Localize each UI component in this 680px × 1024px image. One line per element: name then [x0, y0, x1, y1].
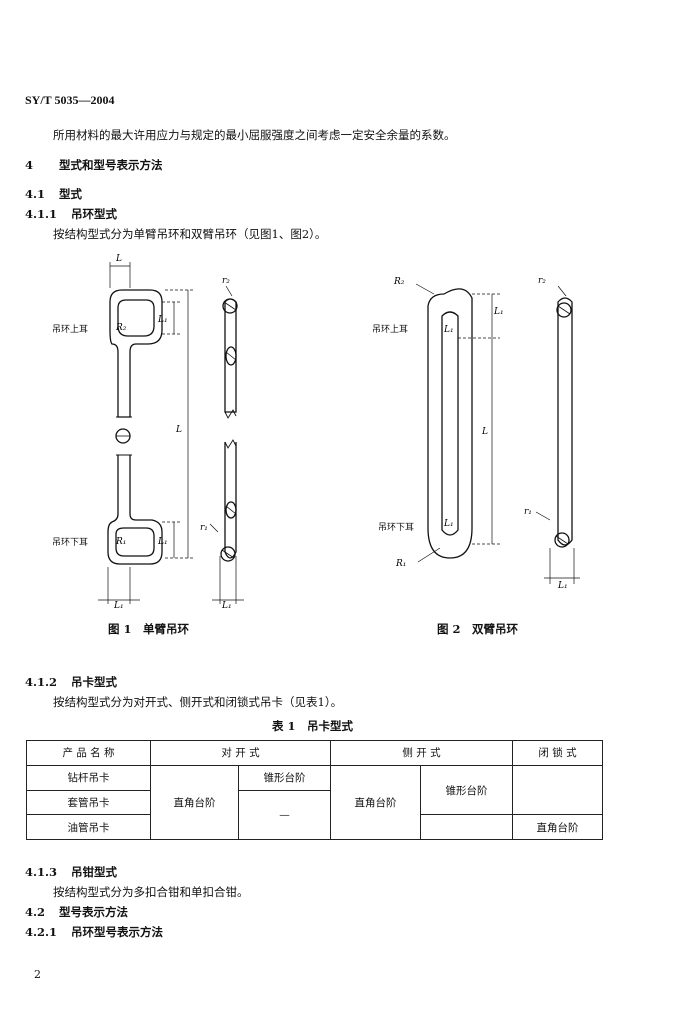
fig2-lower-ear-label: 吊环下耳 — [378, 523, 415, 533]
dim-label-R1: R₁ — [395, 559, 406, 569]
table-1-title: 表 1 吊卡型式 — [272, 719, 354, 733]
section-number: 4.2 — [25, 905, 46, 919]
section-4-1-heading: 4.1 型式 — [25, 186, 82, 202]
section-4-1-1-text: 按结构型式分为单臂吊环和双臂吊环（见图1、图2）。 — [53, 227, 327, 241]
fig2-upper-ear-label: 吊环上耳 — [372, 325, 409, 335]
table-row: 钻杆吊卡 直角台阶 锥形台阶 直角台阶 锥形台阶 — [26, 764, 603, 841]
table-row: 套管吊卡 — — [26, 789, 603, 840]
dim-label-r1: r₁ — [200, 523, 208, 533]
section-4-1-2-heading: 4.1.2 吊卡型式 — [25, 674, 117, 690]
dim-label-r2: r₂ — [538, 276, 546, 286]
figure-1-caption: 图 1 单臂吊环 — [108, 622, 190, 636]
dim-label-L1-bottom: L₁ — [557, 581, 568, 591]
header-product-name: 产 品 名 称 — [26, 740, 151, 766]
section-number: 4.1.3 — [25, 865, 58, 879]
row-label: 钻杆吊卡 — [26, 764, 151, 791]
dim-label-L1-lower: L₁ — [157, 537, 168, 547]
cekai-tapered: 锥形台阶 — [420, 764, 513, 816]
row-label: 套管吊卡 — [26, 789, 151, 816]
section-number: 4 — [25, 158, 34, 172]
dim-label-R2: R₂ — [393, 277, 405, 287]
section-4-2-heading: 4.2 型号表示方法 — [25, 904, 128, 920]
bisuo-empty — [512, 764, 603, 816]
table-header-row: 产 品 名 称 对 开 式 侧 开 式 闭 锁 式 — [26, 740, 603, 766]
section-4-1-1-heading: 4.1.1 吊环型式 — [25, 206, 117, 222]
section-number: 4.2.1 — [25, 925, 58, 939]
duikai-dash: — — [238, 789, 331, 840]
dim-label-L1-side: L₁ — [493, 307, 504, 317]
section-title: 吊环型式 — [71, 207, 117, 221]
fig1-lower-ear-label: 吊环下耳 — [52, 538, 89, 548]
dim-label-L1-bottom-left: L₁ — [113, 601, 124, 611]
section-title: 型式 — [59, 187, 82, 201]
dim-label-r2: r₂ — [222, 276, 230, 286]
dim-label-r1: r₁ — [524, 507, 532, 517]
figure-1-drawing: L R₂ L₁ L r₂ r₁ R₁ L₁ L₁ L₁ — [98, 254, 244, 611]
header-cekai: 侧 开 式 — [330, 740, 513, 766]
dim-label-R1: R₁ — [115, 537, 126, 547]
section-title: 吊环型号表示方法 — [71, 925, 163, 939]
figure-2-caption: 图 2 双臂吊环 — [437, 622, 519, 636]
section-title: 型式和型号表示方法 — [59, 158, 163, 172]
table-row: 油管吊卡 直角台阶 — [26, 814, 603, 840]
cekai-empty — [420, 814, 513, 840]
table-1: 产 品 名 称 对 开 式 侧 开 式 闭 锁 式 钻杆吊卡 直角台阶 锥形台阶… — [26, 740, 603, 841]
dim-label-L-total: L — [175, 425, 182, 435]
section-number: 4.1.1 — [25, 207, 58, 221]
fig1-upper-ear-label: 吊环上耳 — [52, 325, 89, 335]
section-4-2-1-heading: 4.2.1 吊环型号表示方法 — [25, 924, 163, 940]
dim-label-R2: R₂ — [115, 323, 127, 333]
section-number: 4.1.2 — [25, 675, 58, 689]
section-4-1-3-heading: 4.1.3 吊钳型式 — [25, 864, 117, 880]
header-bisuo: 闭 锁 式 — [512, 740, 603, 766]
page-number: 2 — [34, 968, 41, 981]
dim-label-L1-upper: L₁ — [157, 315, 168, 325]
cekai-right-angle: 直角台阶 — [330, 764, 421, 841]
standard-header: SY/T 5035—2004 — [25, 93, 115, 107]
dim-label-L1-upper: L₁ — [443, 325, 454, 335]
figure-2-drawing: R₂ L₁ L₁ L r₂ r₁ L₁ R₁ L₁ — [393, 276, 580, 591]
section-number: 4.1 — [25, 187, 46, 201]
dim-label-L1-lower: L₁ — [443, 519, 454, 529]
section-4-1-2-text: 按结构型式分为对开式、侧开式和闭锁式吊卡（见表1）。 — [53, 695, 343, 709]
dim-label-L1-bottom-right: L₁ — [221, 601, 232, 611]
bisuo-right-angle: 直角台阶 — [512, 814, 603, 840]
dim-label-L-total: L — [481, 427, 488, 437]
section-4-heading: 4 型式和型号表示方法 — [25, 157, 163, 173]
continuation-text: 所用材料的最大许用应力与规定的最小屈服强度之间考虑一定安全余量的系数。 — [53, 128, 456, 142]
dim-label-L-top: L — [115, 254, 122, 264]
duikai-right-angle: 直角台阶 — [150, 764, 239, 841]
header-duikai: 对 开 式 — [150, 740, 331, 766]
section-title: 型号表示方法 — [59, 905, 128, 919]
section-title: 吊卡型式 — [71, 675, 117, 689]
section-4-1-3-text: 按结构型式分为多扣合钳和单扣合钳。 — [53, 885, 249, 899]
duikai-tapered: 锥形台阶 — [238, 764, 331, 791]
section-title: 吊钳型式 — [71, 865, 117, 879]
row-label: 油管吊卡 — [26, 814, 151, 840]
